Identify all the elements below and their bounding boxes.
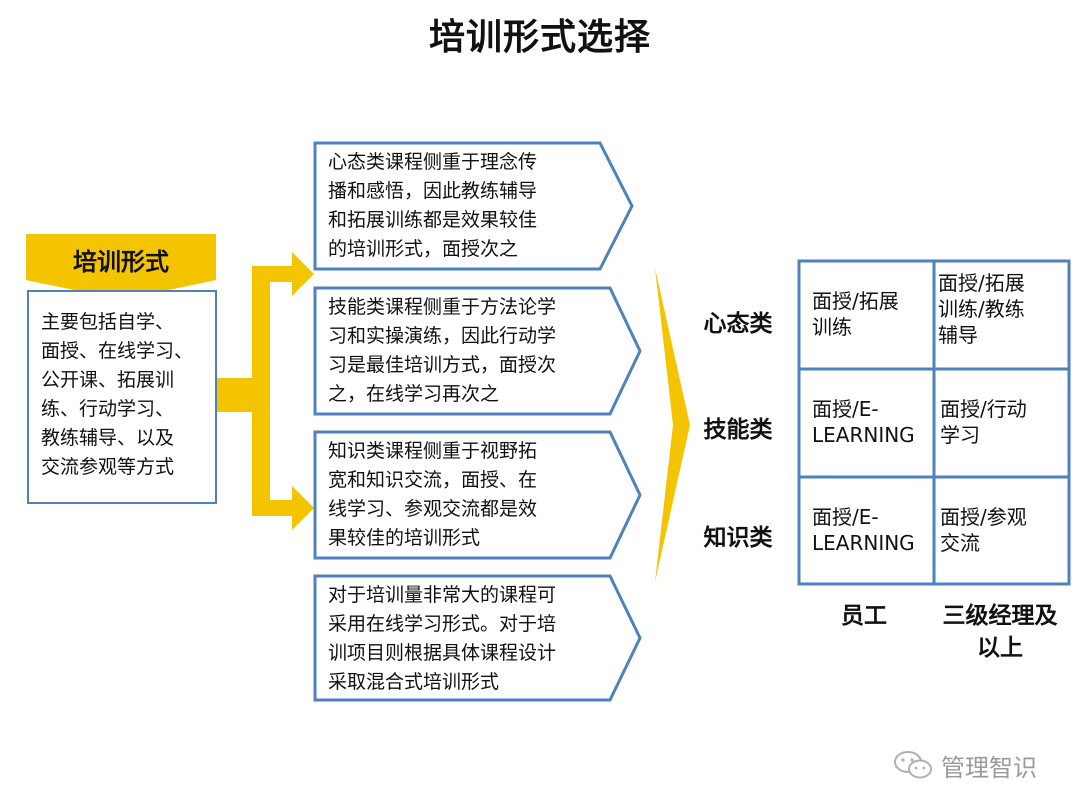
card-text-3: 知识类课程侧重于视野拓 宽和知识交流，面授、在 线学习、参观交流都是效 果较佳的…: [328, 440, 538, 549]
watermark-text: 管理智识: [941, 753, 1037, 782]
matrix-cell: 面授/E- LEARNING: [812, 397, 915, 447]
card-text-1: 心态类课程侧重于理念传 播和感悟，因此教练辅导 和拓展训练都是效果较佳 的培训形…: [328, 151, 538, 260]
row-label-knowledge: 知识类: [703, 525, 773, 551]
matrix-cell: 面授/拓展 训练: [812, 289, 899, 339]
row-label-mindset: 心态类: [703, 311, 773, 337]
matrix-cell: 面授/参观 交流: [940, 505, 1027, 555]
matrix-grid: [797, 259, 1071, 586]
card-shape-2: [313, 286, 642, 416]
left-description: 主要包括自学、 面授、在线学习、 公开课、拓展训 练、行动学习、 教练辅导、以及…: [27, 290, 217, 504]
chevron-arrow: [655, 268, 690, 582]
watermark: 管理智识: [893, 745, 1063, 785]
card-shape-4: [313, 574, 642, 702]
card-shape-1: [313, 141, 634, 271]
matrix-cell: 面授/E- LEARNING: [812, 505, 915, 555]
matrix-cell: 面授/行动 学习: [940, 397, 1027, 447]
col-label-staff: 员工: [841, 603, 887, 629]
card-text-4: 对于培训量非常大的课程可 采用在线学习形式。对于培 训项目则根据具体课程设计 采…: [328, 584, 557, 693]
card-shape-3: [313, 430, 642, 560]
col-label-managers: 三级经理及 以上: [942, 603, 1058, 661]
left-header-title: 培训形式: [73, 248, 169, 276]
left-header-banner: [26, 234, 216, 300]
card-text-2: 技能类课程侧重于方法论学 习和实操演练，因此行动学 习是最佳培训方式，面授次 之…: [328, 296, 557, 405]
row-label-skill: 技能类: [703, 417, 773, 443]
matrix-cell: 面授/拓展 训练/教练 辅导: [938, 271, 1025, 347]
connector-arrow: [216, 252, 314, 530]
page-title: 培训形式选择: [428, 17, 651, 58]
wechat-icon: [894, 751, 932, 779]
